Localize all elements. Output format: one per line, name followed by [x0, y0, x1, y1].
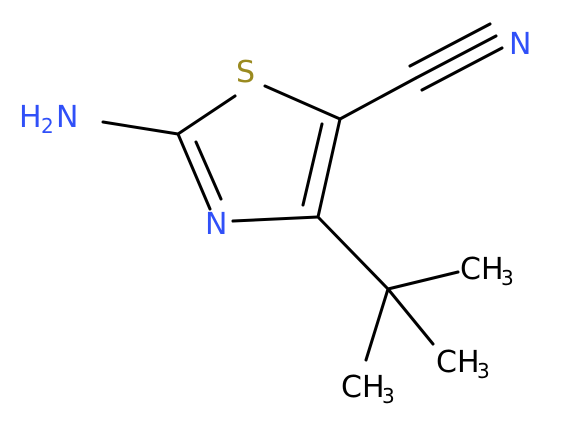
- amine-h-label: H: [19, 100, 42, 135]
- bond-nitrile-1: [414, 34, 498, 80]
- amine-n-label: N: [56, 100, 78, 135]
- bond-c2-n3-outer: [176, 132, 212, 211]
- bonds: [101, 22, 504, 362]
- bond-nitrile-2: [408, 22, 492, 68]
- amine-h-subscript: 2: [41, 114, 54, 138]
- methyl-bottom-label: CH: [341, 370, 385, 405]
- sulfur-label: S: [236, 55, 255, 90]
- bond-quat-methyl-bottom: [364, 287, 390, 362]
- bond-c5-cn: [338, 76, 418, 121]
- bond-amine-c2: [101, 120, 180, 136]
- methyl-top-subscript: 3: [501, 266, 514, 290]
- bond-n3-c4: [231, 215, 320, 223]
- bond-quat-methyl-top: [386, 270, 460, 291]
- bond-s-c5: [263, 84, 342, 121]
- bond-quat-methyl-right: [386, 287, 435, 346]
- bond-c4-quat: [316, 215, 390, 291]
- ring-nitrogen-label: N: [205, 207, 227, 242]
- bond-c2-n3-inner: [194, 140, 223, 201]
- nitrile-nitrogen-label: N: [509, 27, 531, 62]
- methyl-right-label: CH: [436, 345, 480, 380]
- bond-c2-s: [176, 94, 237, 136]
- bond-c4-c5-outer: [316, 117, 342, 219]
- bond-c4-c5-inner: [301, 122, 324, 207]
- methyl-bottom-subscript: 3: [382, 384, 395, 408]
- methyl-top-label: CH: [460, 252, 504, 287]
- bond-nitrile-3: [420, 46, 504, 92]
- methyl-right-subscript: 3: [477, 359, 490, 383]
